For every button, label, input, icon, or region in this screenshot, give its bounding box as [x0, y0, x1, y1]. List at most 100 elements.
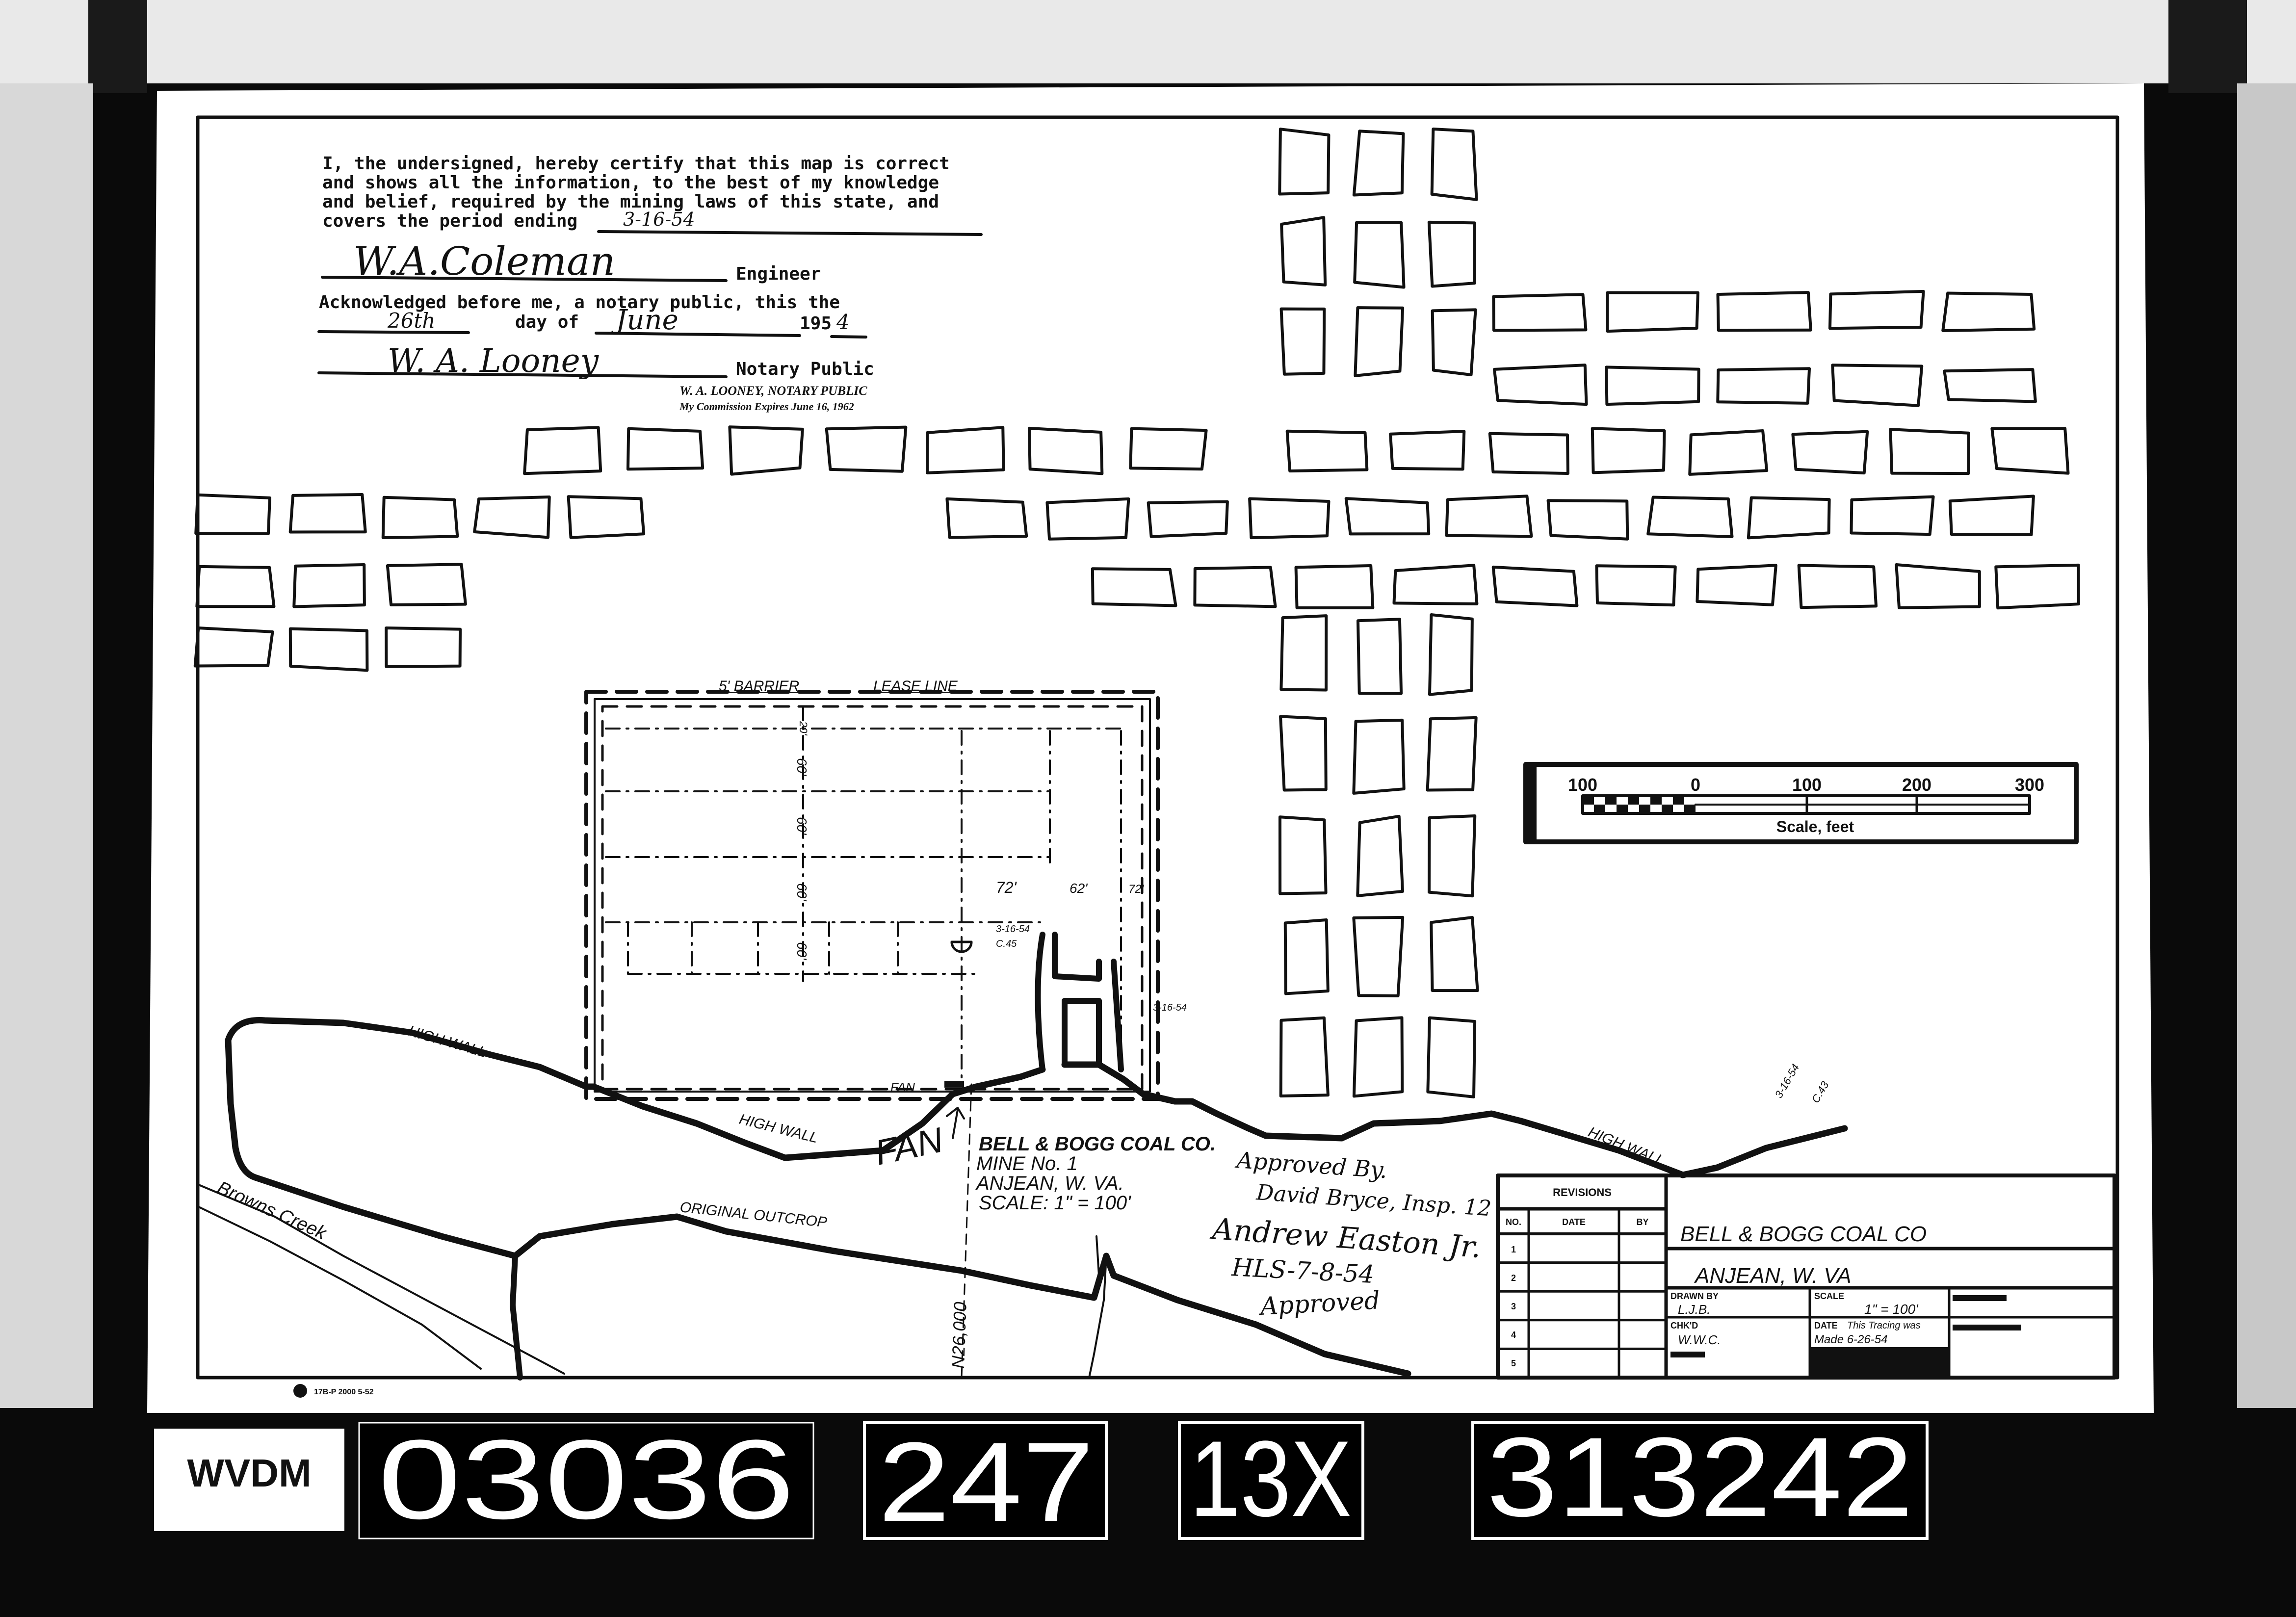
- notary-year-prefix: 195: [800, 313, 832, 334]
- pillar: [1797, 564, 1878, 609]
- pillar: [1492, 293, 1588, 332]
- pillar: [1488, 432, 1569, 475]
- date-mark: 3-16-54: [996, 924, 1030, 935]
- archive-label: WVDM: [187, 1451, 311, 1495]
- pillar: [1045, 497, 1130, 541]
- pillar: [1941, 291, 2036, 333]
- lease-line-label: LEASE LINE: [873, 678, 958, 694]
- dimension-label: 72': [996, 879, 1018, 896]
- revision-row-no: 3: [1511, 1302, 1516, 1311]
- scale-checker: [1628, 796, 1639, 805]
- pillar: [1027, 426, 1104, 475]
- high-wall-line: [198, 1017, 1848, 1381]
- pillar: [1430, 916, 1479, 992]
- dimension-label: 72': [1128, 883, 1145, 896]
- checked-label: CHK'D: [1670, 1321, 1698, 1330]
- mine-company: BELL & BOGG COAL CO.: [979, 1133, 1216, 1155]
- pillar: [1889, 428, 1970, 475]
- title-company: BELL & BOGG COAL CO: [1680, 1222, 1927, 1246]
- pillar: [1943, 368, 2037, 403]
- pillar: [1353, 221, 1406, 289]
- acknowledged-line: Acknowledged before me, a notary public,…: [319, 292, 840, 313]
- approval-note: Approved: [1258, 1286, 1381, 1321]
- pillar: [381, 496, 459, 540]
- left-margin: [0, 83, 93, 1408]
- revision-row-no: 1: [1511, 1245, 1516, 1254]
- archive-number: 313242: [1487, 1414, 1913, 1540]
- pillar: [825, 425, 908, 473]
- mine-location: ANJEAN, W. VA.: [975, 1173, 1124, 1194]
- pillar: [1279, 614, 1328, 692]
- pillar: [1091, 567, 1177, 607]
- pillar: [1546, 499, 1629, 541]
- creek-line: [198, 1206, 482, 1370]
- pillar: [1696, 564, 1777, 606]
- pillar: [1716, 367, 1811, 405]
- pillar: [945, 497, 1028, 539]
- notary-month: June: [611, 304, 678, 336]
- pillar: [1605, 365, 1700, 406]
- fan-label: FAN: [890, 1080, 915, 1095]
- archive-label-box: [154, 1429, 344, 1531]
- pillar: [1646, 496, 1734, 538]
- title-block: REVISIONS NO. DATE BY 1 2 3 4 5 BELL & B…: [1496, 1174, 2116, 1380]
- scale-tick: 100: [1568, 775, 1597, 795]
- dimension-label: 60': [794, 817, 809, 835]
- pillar: [1828, 289, 1925, 330]
- cert-line: I, the undersigned, hereby certify that …: [322, 154, 950, 174]
- revisions-header: REVISIONS: [1553, 1186, 1612, 1199]
- pillar: [1688, 429, 1769, 476]
- pillar: [1278, 815, 1328, 895]
- pillar: [1831, 364, 1924, 407]
- mine-number: MINE No. 1: [976, 1153, 1078, 1174]
- pillar: [1389, 430, 1466, 471]
- pillar: [1994, 563, 2080, 610]
- cert-line: covers the period ending: [322, 211, 577, 231]
- dimension-label: 60': [794, 883, 809, 902]
- manufacturer-logo: [293, 1384, 307, 1398]
- pillar: [1491, 565, 1579, 607]
- pillar: [1193, 566, 1277, 608]
- archive-number: 03036: [378, 1416, 795, 1542]
- top-margin-bar: [88, 0, 147, 93]
- top-margin: [0, 0, 2296, 83]
- pillar: [1344, 497, 1431, 536]
- scale-checker: [1605, 796, 1617, 805]
- pillar: [1591, 427, 1666, 474]
- pillar: [1294, 564, 1375, 609]
- scale-label: SCALE: [1814, 1291, 1844, 1301]
- pillar: [1595, 564, 1677, 607]
- top-margin-bar: [2168, 0, 2247, 93]
- dimension-label: 62': [1070, 881, 1088, 896]
- drawn-by: L.J.B.: [1678, 1302, 1710, 1317]
- scale-checker: [1673, 796, 1684, 805]
- date-value: Made 6-26-54: [1814, 1333, 1887, 1346]
- pillar: [1850, 495, 1935, 536]
- scale-value: 1" = 100': [1864, 1302, 1919, 1317]
- scale-checker: [1639, 805, 1650, 813]
- pillar: [1493, 364, 1588, 406]
- notary-stamp-name: W. A. LOONEY, NOTARY PUBLIC: [679, 384, 867, 398]
- pillar: [473, 496, 551, 539]
- pillar: [1356, 814, 1404, 897]
- pillar: [292, 563, 366, 608]
- pillar: [1352, 718, 1406, 795]
- date-mark: C.45: [996, 939, 1017, 949]
- pillar: [1716, 291, 1812, 332]
- pillar: [567, 495, 646, 539]
- period-ending: 3-16-54: [623, 209, 695, 230]
- scale-checker: [1617, 805, 1628, 813]
- pillar: [1426, 1016, 1477, 1098]
- cert-line: and shows all the information, to the be…: [322, 173, 939, 193]
- pillar: [288, 627, 369, 672]
- revision-row-no: 4: [1511, 1330, 1516, 1340]
- sheet-footer: 17B-P 2000 5-52: [314, 1388, 374, 1396]
- checked-by: W.W.C.: [1678, 1332, 1721, 1347]
- scale-bar: 100 0 100 200 300 Scale, feet: [1523, 762, 2079, 844]
- pillar: [1285, 429, 1369, 472]
- pillar: [1392, 564, 1479, 605]
- right-margin: [2237, 83, 2296, 1408]
- cert-line: and belief, required by the mining laws …: [322, 192, 939, 212]
- revisions-col-date: DATE: [1562, 1217, 1586, 1227]
- notary-label: Notary Public: [736, 359, 874, 379]
